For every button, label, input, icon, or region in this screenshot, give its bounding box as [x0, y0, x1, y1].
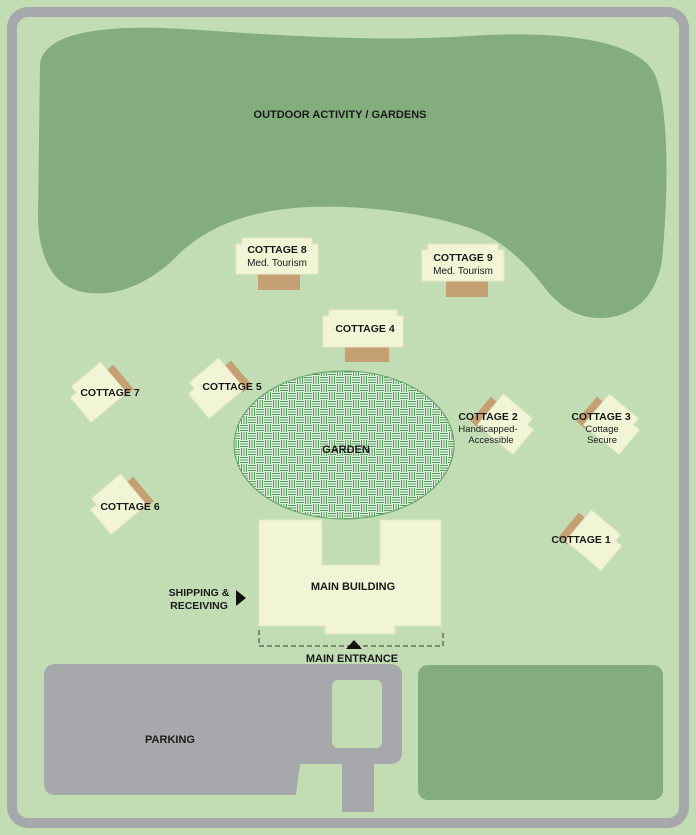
shipping-arrow-icon: [236, 590, 246, 606]
shipping-label-line1: SHIPPING &: [169, 587, 230, 599]
cottage-7[interactable]: COTTAGE 7: [65, 357, 140, 424]
cottage-8-label: COTTAGE 8: [247, 244, 306, 256]
main-building-label: MAIN BUILDING: [311, 581, 395, 593]
parking-label: PARKING: [145, 734, 195, 746]
cottage-6[interactable]: COTTAGE 6: [85, 469, 160, 536]
cottage-9-note: Med. Tourism: [433, 266, 493, 277]
garden[interactable]: [233, 370, 455, 520]
cottage-7-label: COTTAGE 7: [80, 387, 139, 399]
cottage-5-label: COTTAGE 5: [202, 381, 261, 393]
outdoor-area-label: OUTDOOR ACTIVITY / GARDENS: [254, 109, 427, 121]
parking-lot[interactable]: [44, 664, 402, 812]
main-entrance-label: MAIN ENTRANCE: [306, 653, 398, 665]
cottage-8[interactable]: COTTAGE 8 Med. Tourism: [235, 237, 319, 290]
entrance-arrow-icon: [346, 640, 362, 649]
cottage-2-note-line1: Handicapped-: [458, 424, 517, 435]
garden-label: GARDEN: [322, 444, 370, 456]
cottage-3-note-line1: Cottage: [585, 424, 618, 435]
cottage-9[interactable]: COTTAGE 9 Med. Tourism: [421, 243, 505, 297]
cottage-6-label: COTTAGE 6: [100, 501, 159, 513]
cottage-3-note-line2: Secure: [587, 435, 617, 446]
cottage-1-label: COTTAGE 1: [551, 534, 610, 546]
cottage-2-note-line2: Accessible: [468, 435, 513, 446]
cottage-3-label: COTTAGE 3: [571, 411, 630, 423]
shipping-label-line2: RECEIVING: [170, 600, 228, 612]
cottage-4-label: COTTAGE 4: [335, 323, 394, 335]
main-building[interactable]: [258, 519, 442, 635]
cottage-2[interactable]: COTTAGE 2 Handicapped- Accessible: [458, 389, 538, 456]
cottage-2-label: COTTAGE 2: [458, 411, 517, 423]
cottage-9-label: COTTAGE 9: [433, 252, 492, 264]
cottage-3[interactable]: COTTAGE 3 Cottage Secure: [571, 389, 644, 456]
cottage-5[interactable]: COTTAGE 5: [183, 353, 262, 420]
cottage-1[interactable]: COTTAGE 1: [551, 505, 626, 572]
cottage-4[interactable]: COTTAGE 4: [322, 309, 404, 362]
parking-island: [332, 680, 382, 748]
cottage-8-note: Med. Tourism: [247, 258, 307, 269]
outdoor-activity-area[interactable]: [38, 27, 667, 318]
green-area-southeast: [418, 665, 663, 800]
perimeter-road: [7, 7, 689, 828]
